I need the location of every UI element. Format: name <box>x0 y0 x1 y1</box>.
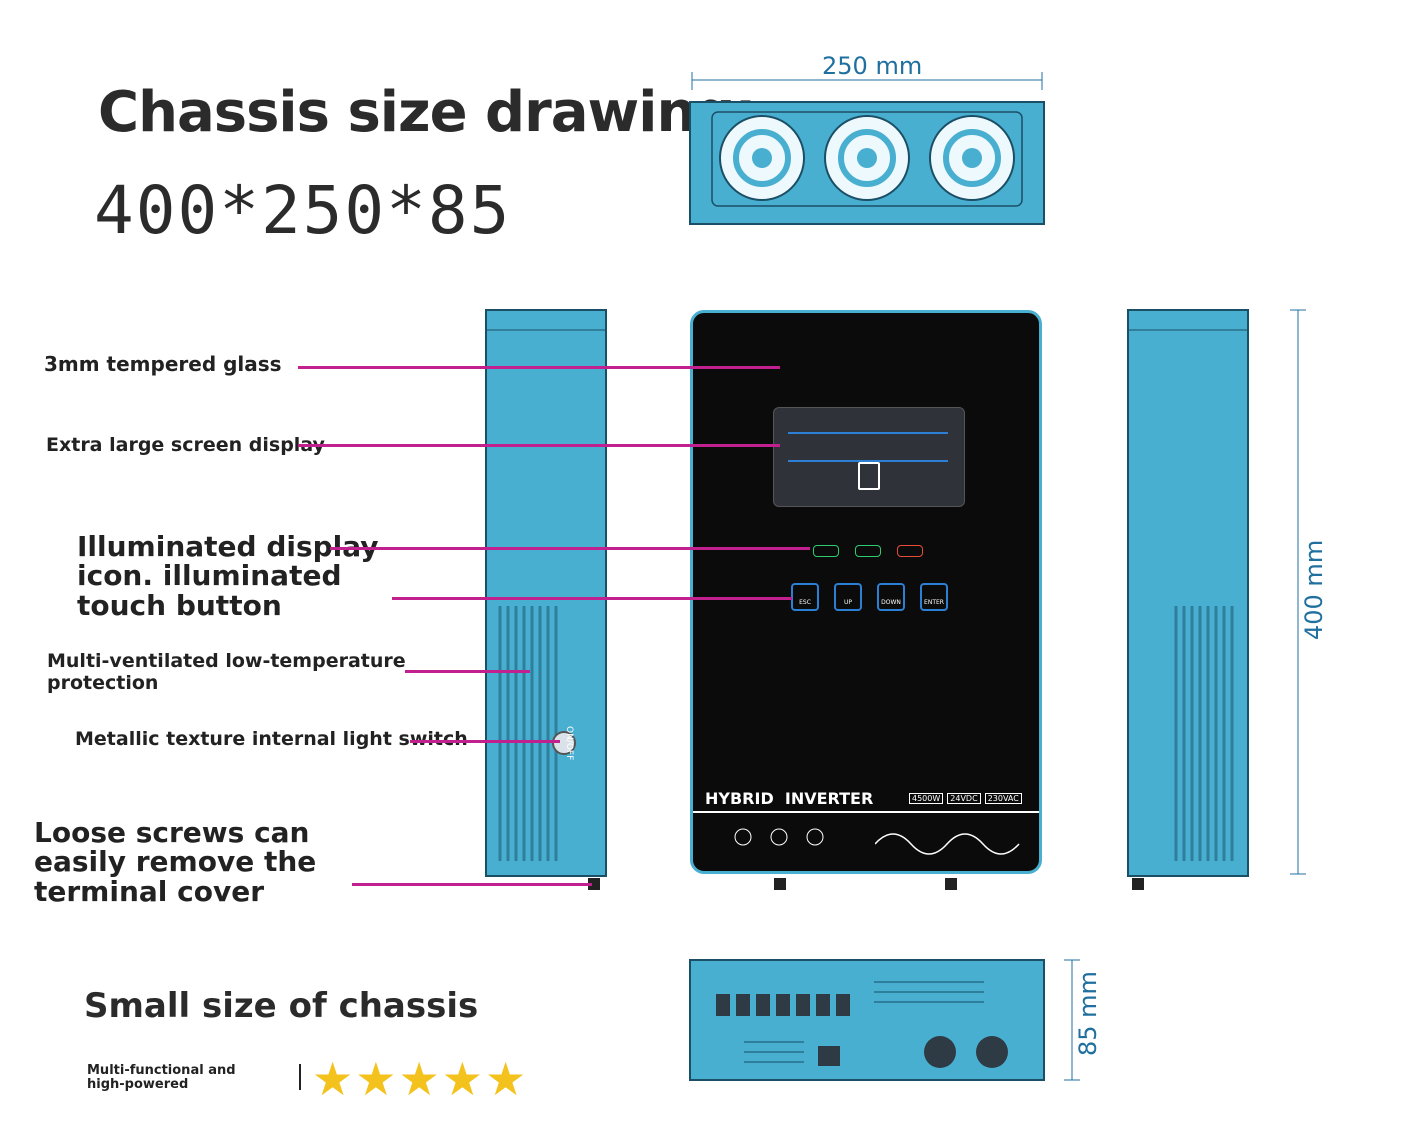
indicator-icon <box>813 545 839 557</box>
top-view-drawing <box>689 72 1045 225</box>
switch-label: ON/OFF <box>564 726 574 761</box>
indicator-icon <box>897 545 923 557</box>
lcd-screen <box>773 407 965 507</box>
callout-screen-display: Extra large screen display <box>46 434 325 456</box>
battery-terminal-icon <box>976 1036 1008 1068</box>
fan-icon <box>719 115 805 201</box>
height-dimension-label: 400 mm <box>1300 539 1328 640</box>
power-switch-icon <box>552 731 576 755</box>
indicator-icon <box>855 545 881 557</box>
sine-wave-icon <box>875 833 1020 855</box>
rating-stars: ★★★★★ <box>312 1052 529 1106</box>
callout-tempered-glass: 3mm tempered glass <box>44 352 282 376</box>
voltage-dc-badge: 24VDC <box>947 793 981 804</box>
short-circuit-icon <box>806 828 824 846</box>
front-panel: ESC UP DOWN ENTER HYBRID INVERTER 4500W … <box>690 310 1042 874</box>
screw <box>774 878 786 890</box>
tagline: Multi-functional and high-powered <box>87 1063 236 1092</box>
overtemperature-icon <box>734 828 752 846</box>
product-name: HYBRID INVERTER <box>705 789 874 808</box>
up-button[interactable]: UP <box>834 583 862 611</box>
depth-dimension-label: 85 mm <box>1074 971 1102 1056</box>
leader-line <box>392 597 792 600</box>
overload-icon <box>770 828 788 846</box>
battery-icon <box>858 462 880 490</box>
leader-line <box>298 366 780 369</box>
power-badge: 4500W <box>909 793 944 804</box>
leader-line <box>330 547 810 550</box>
width-dimension-label: 250 mm <box>822 52 923 80</box>
leader-line <box>298 444 780 447</box>
fan-icon <box>929 115 1015 201</box>
voltage-ac-badge: 230VAC <box>984 793 1022 804</box>
callout-terminal-cover: Loose screws can easily remove the termi… <box>34 816 317 908</box>
leader-line <box>410 740 560 743</box>
divider <box>299 1064 301 1090</box>
leader-line <box>405 670 530 673</box>
down-button[interactable]: DOWN <box>877 583 905 611</box>
comm-port-icon <box>818 1046 840 1066</box>
page-title: Chassis size drawing: <box>98 80 757 145</box>
dimensions-text: 400*250*85 <box>94 172 512 249</box>
callout-light-switch: Metallic texture internal light switch <box>75 728 468 750</box>
fan-icon <box>824 115 910 201</box>
leader-line <box>352 883 592 886</box>
bottom-view-drawing <box>689 959 1080 1081</box>
footer-title: Small size of chassis <box>84 986 479 1026</box>
left-side-view <box>485 309 607 890</box>
callout-ventilation: Multi-ventilated low-temperature protect… <box>47 650 406 694</box>
callout-illuminated: Illuminated display icon. illuminated to… <box>77 530 379 622</box>
enter-button[interactable]: ENTER <box>920 583 948 611</box>
esc-button[interactable]: ESC <box>791 583 819 611</box>
right-side-view <box>1127 309 1306 890</box>
battery-terminal-icon <box>924 1036 956 1068</box>
screw <box>945 878 957 890</box>
